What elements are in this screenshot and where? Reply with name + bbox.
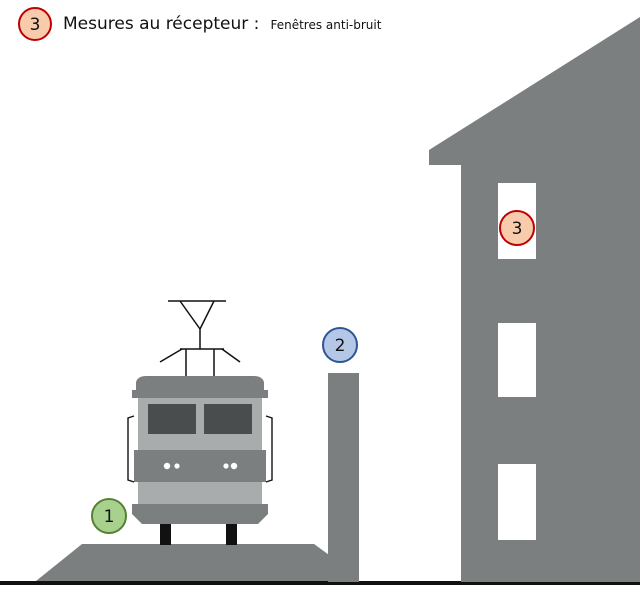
building-facade [461,155,640,582]
legend-badge-number: 3 [30,15,41,35]
marker-source-number: 1 [104,507,115,527]
legend-badge: 3 [19,8,51,40]
locomotive-chassis [132,504,268,524]
marker-path: 2 [323,328,357,362]
locomotive-handrail-left [128,416,134,482]
electric-locomotive-icon [128,301,272,545]
legend: 3 Mesures au récepteur : Fenêtres anti-b… [19,8,382,40]
locomotive-bogie-left [160,524,171,545]
marker-path-number: 2 [335,336,346,356]
noise-barrier-wall [328,373,359,582]
building-window-bottom [498,464,536,540]
marker-source: 1 [92,499,126,533]
building-window-middle [498,323,536,397]
marker-receiver: 3 [500,211,534,245]
locomotive-roof-strip [132,390,268,398]
legend-main-text: Mesures au récepteur : [63,14,259,34]
locomotive-window-right [204,404,252,434]
locomotive-window-left [148,404,196,434]
locomotive-middle-band [134,450,266,482]
track-embankment [36,544,336,581]
locomotive-handrail-right [266,416,272,482]
locomotive-lower-body [138,482,262,506]
locomotive-bogie-right [226,524,237,545]
legend-caption: Mesures au récepteur : Fenêtres anti-bru… [63,14,382,34]
marker-receiver-number: 3 [512,219,523,239]
legend-sub-text: Fenêtres anti-bruit [270,18,381,32]
pantograph-icon [160,301,240,376]
building [429,17,640,582]
building-roof [429,17,640,165]
locomotive-roof [136,376,264,392]
